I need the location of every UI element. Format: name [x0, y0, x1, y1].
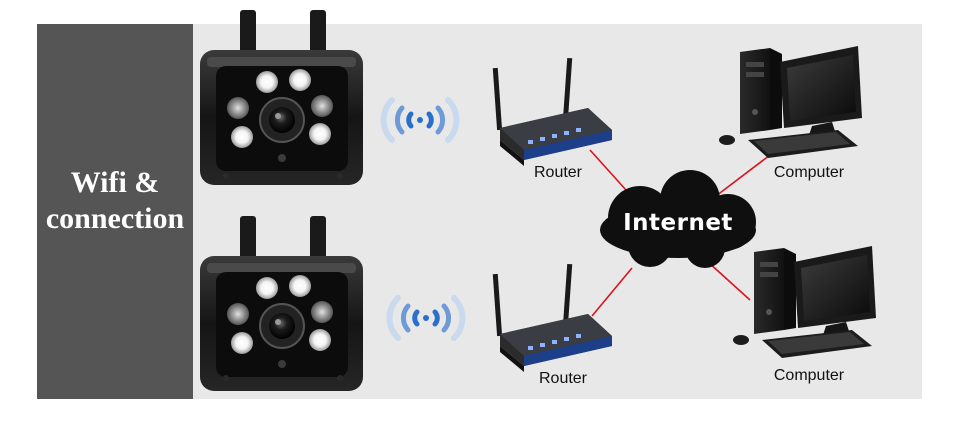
cloud-icon [600, 170, 756, 268]
computer-icon [719, 46, 862, 158]
camera-icon [200, 216, 363, 391]
router-icon [492, 57, 612, 166]
side-panel [37, 24, 193, 399]
side-title-line1: Wifi & [70, 166, 160, 199]
link-router-bottom-internet [591, 267, 633, 317]
router-icon [492, 263, 612, 372]
link-lines [589, 149, 771, 317]
wifi-signal-icon [380, 97, 460, 143]
computer-icon [733, 246, 876, 358]
computer-top-label: Computer [773, 164, 845, 181]
camera-icon [200, 10, 363, 185]
internet-label: Internet [623, 210, 733, 236]
router-top-label: Router [533, 164, 583, 181]
computer-bottom-label: Computer [773, 367, 845, 384]
link-internet-computer-bottom [707, 261, 751, 301]
router-bottom-label: Router [538, 370, 588, 387]
link-router-top-internet [589, 149, 627, 191]
link-internet-computer-top [715, 154, 771, 197]
side-title-line2: connection [45, 202, 185, 235]
wifi-signal-icon [386, 295, 466, 341]
side-title: Wifi & connection [37, 165, 193, 237]
